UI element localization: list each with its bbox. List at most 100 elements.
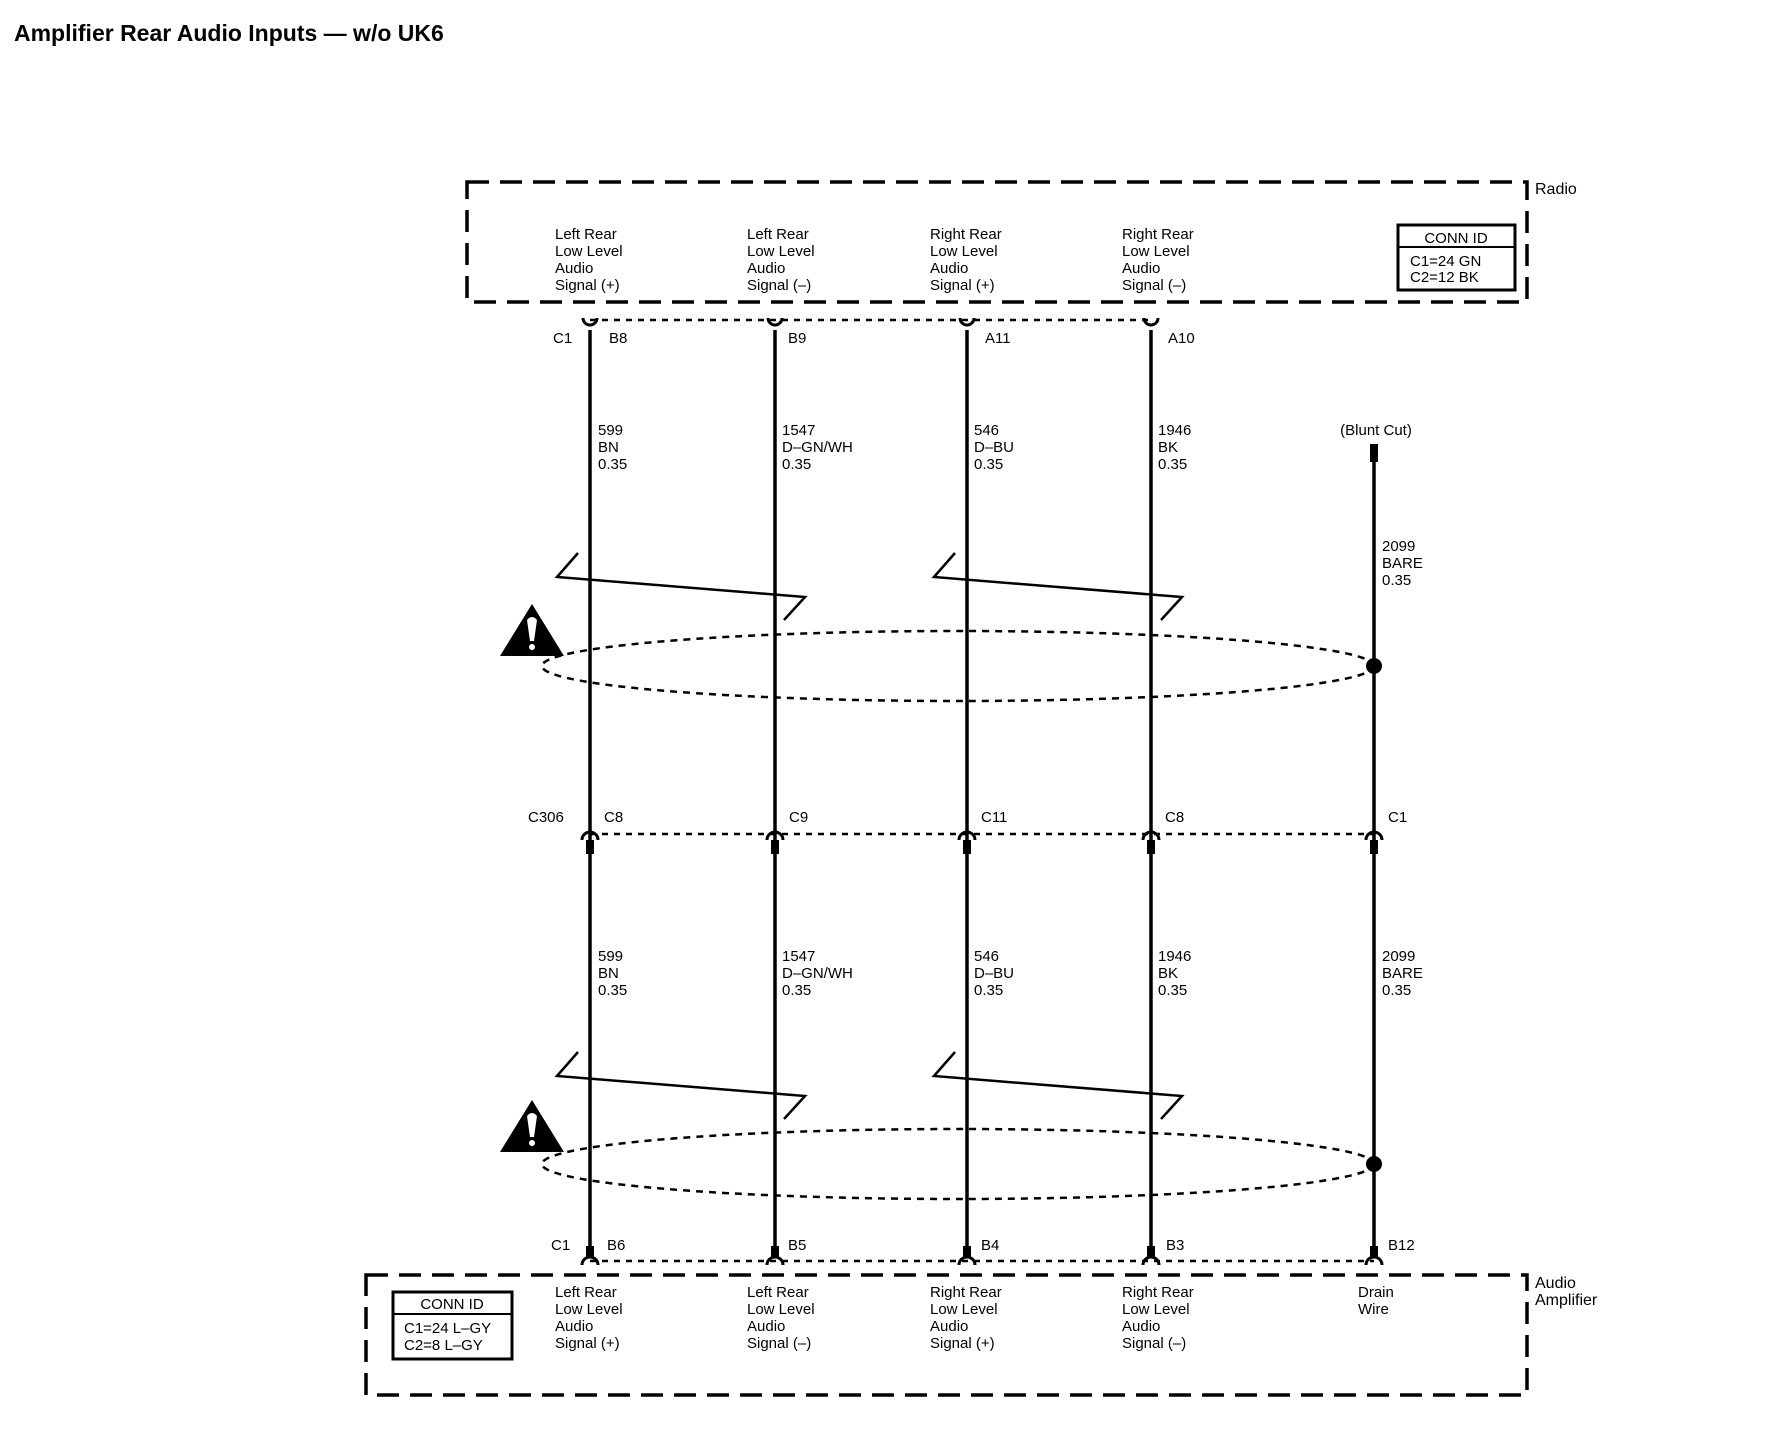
svg-text:0.35: 0.35 [598,456,627,473]
inline-connector-id: C306 [528,809,564,826]
amplifier-component-box [364,1273,1529,1397]
svg-text:Signal (+): Signal (+) [930,1335,995,1352]
svg-text:Audio: Audio [1122,260,1160,277]
lower-twisted-pair-symbols [554,1051,1185,1120]
lower-wire-label-3: 546 D–BU 0.35 [974,948,1014,999]
svg-text:Low Level: Low Level [930,243,998,260]
lower-shield-ellipse [540,1127,1376,1201]
warning-triangle-icon [500,604,564,656]
blunt-cut-symbol [1370,444,1378,462]
amplifier-pin-2: B5 [788,1237,806,1254]
svg-text:0.35: 0.35 [782,982,811,999]
amplifier-pin-4: B3 [1166,1237,1184,1254]
svg-text:Audio: Audio [555,260,593,277]
radio-connector-id: C1 [553,330,572,347]
lower-wire-label-4: 1946 BK 0.35 [1158,948,1191,999]
svg-text:Right Rear: Right Rear [930,1284,1002,1301]
svg-text:Signal (+): Signal (+) [555,1335,620,1352]
svg-text:D–BU: D–BU [974,439,1014,456]
svg-text:Signal (+): Signal (+) [930,277,995,294]
svg-text:1946: 1946 [1158,422,1191,439]
lower-wire-label-1: 599 BN 0.35 [598,948,627,999]
svg-text:Low Level: Low Level [747,243,815,260]
svg-text:Low Level: Low Level [1122,1301,1190,1318]
svg-text:BK: BK [1158,439,1178,456]
svg-text:0.35: 0.35 [1158,982,1187,999]
upper-shield-drain-splice [1366,658,1382,674]
svg-text:0.35: 0.35 [598,982,627,999]
svg-text:Low Level: Low Level [1122,243,1190,260]
svg-text:0.35: 0.35 [974,982,1003,999]
amplifier-terminal-1: Left Rear Low Level Audio Signal (+) [555,1284,623,1352]
svg-text:Signal (–): Signal (–) [747,277,811,294]
amplifier-pin-5: B12 [1388,1237,1415,1254]
upper-wire-label-2: 1547 D–GN/WH 0.35 [782,422,853,473]
svg-text:Signal (–): Signal (–) [1122,1335,1186,1352]
radio-label: Radio [1535,181,1577,198]
radio-pin-1: B8 [609,330,627,347]
svg-text:1547: 1547 [782,948,815,965]
svg-text:599: 599 [598,422,623,439]
upper-wire-label-4: 1946 BK 0.35 [1158,422,1191,473]
upper-shield-ellipse [540,629,1376,703]
lower-wire-label-2: 1547 D–GN/WH 0.35 [782,948,853,999]
inline-pin-5: C1 [1388,809,1407,826]
svg-text:D–GN/WH: D–GN/WH [782,965,853,982]
svg-text:Left Rear: Left Rear [747,1284,809,1301]
svg-text:Signal (–): Signal (–) [1122,277,1186,294]
amplifier-terminal-4: Right Rear Low Level Audio Signal (–) [1122,1284,1194,1352]
upper-twisted-pair-symbols [554,552,1185,621]
inline-pin-1: C8 [604,809,623,826]
svg-text:Audio: Audio [930,260,968,277]
svg-text:Audio: Audio [1122,1318,1160,1335]
svg-text:0.35: 0.35 [1382,982,1411,999]
svg-text:Signal (+): Signal (+) [555,277,620,294]
lower-wire-label-5: 2099 BARE 0.35 [1382,948,1423,999]
amplifier-pin-3: B4 [981,1237,999,1254]
svg-text:0.35: 0.35 [974,456,1003,473]
lower-shield-drain-splice [1366,1156,1382,1172]
inline-pin-2: C9 [789,809,808,826]
radio-component-box [465,180,1529,304]
svg-text:1547: 1547 [782,422,815,439]
svg-text:546: 546 [974,948,999,965]
svg-text:Left Rear: Left Rear [555,1284,617,1301]
amplifier-conn-id-line-1: C1=24 L–GY [404,1320,491,1337]
svg-text:BN: BN [598,439,619,456]
svg-text:Right Rear: Right Rear [1122,1284,1194,1301]
svg-text:Audio: Audio [747,260,785,277]
inline-pin-4: C8 [1165,809,1184,826]
radio-conn-id: CONN ID C1=24 GN C2=12 BK [1396,223,1517,292]
radio-terminal-4: Right Rear Low Level Audio Signal (–) [1122,226,1194,294]
blunt-cut-label: (Blunt Cut) [1340,422,1412,439]
amplifier-connector-id: C1 [551,1237,570,1254]
amplifier-label-line-2: Amplifier [1535,1292,1598,1309]
svg-text:Drain: Drain [1358,1284,1394,1301]
svg-text:599: 599 [598,948,623,965]
svg-text:Low Level: Low Level [930,1301,998,1318]
radio-terminal-1: Left Rear Low Level Audio Signal (+) [555,226,623,294]
svg-text:Low Level: Low Level [555,243,623,260]
svg-text:0.35: 0.35 [1158,456,1187,473]
svg-text:D–GN/WH: D–GN/WH [782,439,853,456]
amplifier-terminal-5: Drain Wire [1358,1284,1394,1318]
svg-text:BN: BN [598,965,619,982]
amplifier-terminal-symbols [580,1246,1384,1266]
radio-terminal-3: Right Rear Low Level Audio Signal (+) [930,226,1002,294]
svg-text:Low Level: Low Level [747,1301,815,1318]
svg-text:BK: BK [1158,965,1178,982]
radio-pin-4: A10 [1168,330,1195,347]
page-title: Amplifier Rear Audio Inputs — w/o UK6 [14,20,444,46]
svg-text:Wire: Wire [1358,1301,1389,1318]
amplifier-terminal-2: Left Rear Low Level Audio Signal (–) [747,1284,815,1352]
svg-text:Right Rear: Right Rear [1122,226,1194,243]
svg-text:Left Rear: Left Rear [747,226,809,243]
amplifier-conn-id-header: CONN ID [420,1296,484,1313]
amplifier-conn-id-line-2: C2=8 L–GY [404,1337,483,1354]
inline-connector-symbols [580,830,1384,854]
radio-terminal-symbols [581,317,1160,327]
svg-text:Right Rear: Right Rear [930,226,1002,243]
svg-text:Left Rear: Left Rear [555,226,617,243]
amplifier-label-line-1: Audio [1535,1275,1576,1292]
